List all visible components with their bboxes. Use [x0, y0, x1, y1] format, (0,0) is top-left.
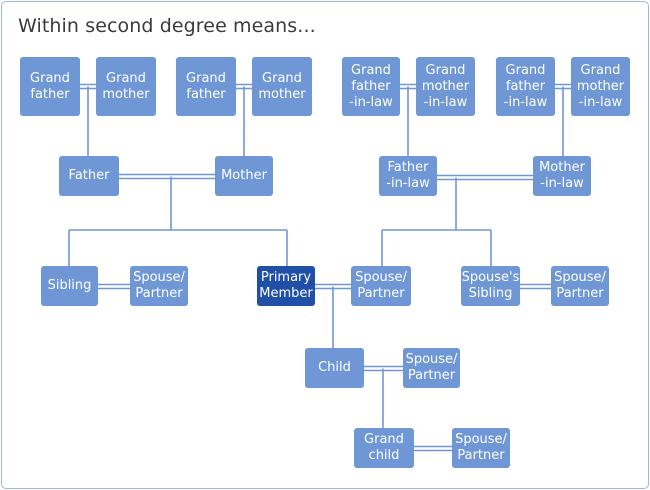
node-primary-member: Primary Member	[257, 266, 315, 306]
node-child: Child	[305, 348, 364, 388]
couple-link	[437, 174, 533, 181]
node-grandmother-maternal: Grand mother	[252, 57, 312, 116]
node-grandmother-in-law-2: Grand mother -in-law	[571, 57, 630, 116]
descent-link	[381, 177, 492, 266]
diagram-title: Within second degree means...	[18, 15, 316, 37]
node-grandchild-spouse: Spouse/ Partner	[452, 428, 510, 468]
node-father-in-law: Father -in-law	[379, 156, 437, 196]
node-grandfather-in-law-2: Grand father -in-law	[496, 57, 555, 116]
node-grandmother-paternal: Grand mother	[96, 57, 156, 116]
couple-link	[414, 445, 452, 452]
node-mother-in-law: Mother -in-law	[533, 156, 591, 196]
node-grandfather-in-law-1: Grand father -in-law	[342, 57, 400, 116]
node-spouse-sibling-spouse: Spouse/ Partner	[551, 266, 609, 306]
node-child-spouse: Spouse/ Partner	[403, 348, 460, 388]
node-grandfather-paternal: Grand father	[20, 57, 80, 116]
node-sibling: Sibling	[41, 266, 98, 306]
couple-link	[98, 283, 130, 290]
node-sibling-spouse: Spouse/ Partner	[130, 266, 188, 306]
node-father: Father	[59, 156, 119, 196]
node-mother: Mother	[215, 156, 273, 196]
node-grandmother-in-law-1: Grand mother -in-law	[416, 57, 475, 116]
couple-link	[119, 173, 215, 180]
node-grandfather-maternal: Grand father	[176, 57, 236, 116]
node-grandchild: Grand child	[354, 428, 414, 468]
couple-link	[520, 283, 551, 290]
node-spouse: Spouse/ Partner	[351, 266, 411, 306]
descent-link	[68, 176, 288, 266]
node-spouse-sibling: Spouse's Sibling	[461, 266, 520, 306]
